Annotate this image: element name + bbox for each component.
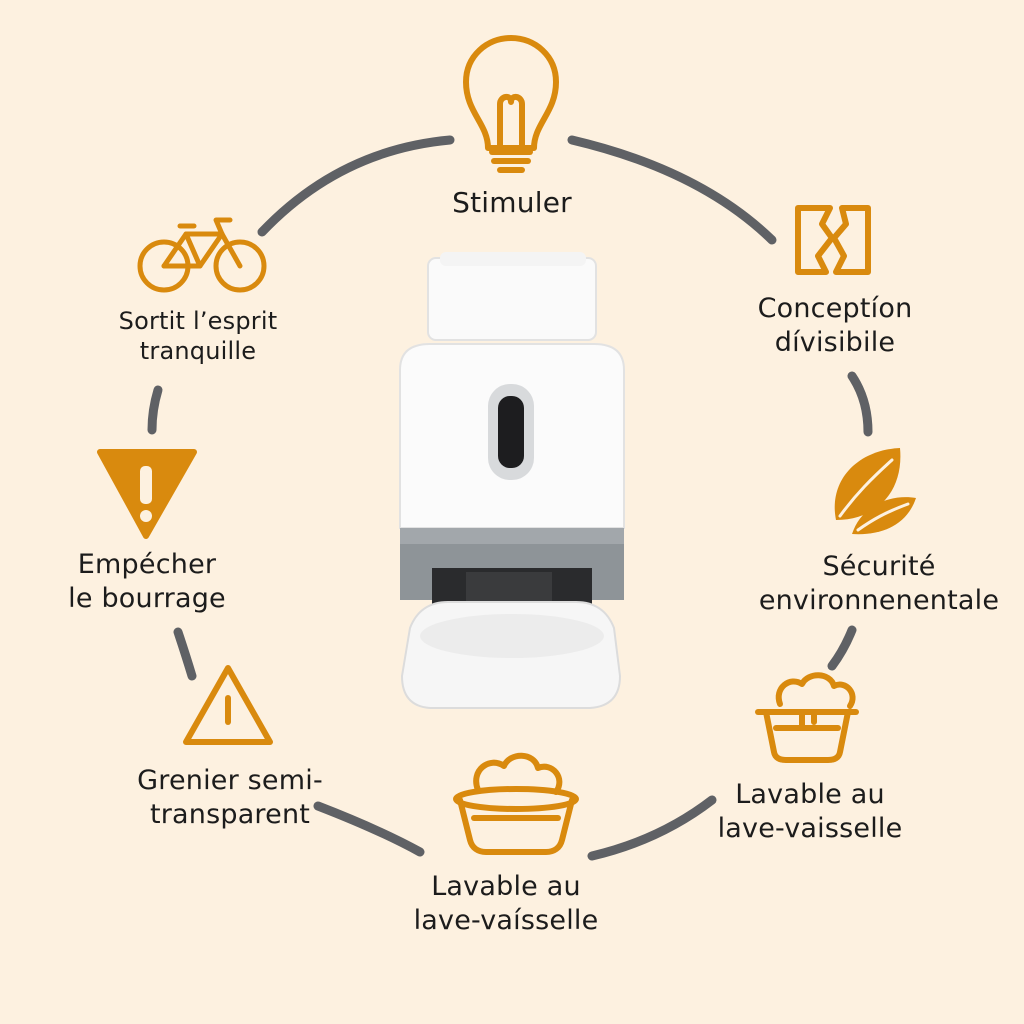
label-securite: Sécurité environnenentale xyxy=(758,551,1000,616)
ring-arc-left-upper xyxy=(147,385,163,435)
ring-arc-right-lower xyxy=(827,625,857,671)
warning-outline-icon xyxy=(183,665,273,745)
leaves-icon xyxy=(834,448,916,535)
ring-arc-top-right xyxy=(567,135,777,245)
label-empecher: Empécher le bourrage xyxy=(68,549,226,614)
basket-icon xyxy=(755,672,859,763)
ring-arc-right-upper xyxy=(847,371,873,437)
ring-arc-left-lower xyxy=(173,627,197,681)
ring-arc-top-left xyxy=(257,135,455,237)
ring-arc-bottom-right xyxy=(587,795,717,861)
split-panel-icon xyxy=(795,205,871,275)
pet-feeder-icon xyxy=(399,252,625,709)
lightbulb-icon xyxy=(463,35,559,173)
label-sortit: Sortit l’esprit tranquille xyxy=(118,307,278,365)
warning-filled-icon xyxy=(97,449,197,539)
label-lavable-right: Lavable au lave-vaisselle xyxy=(717,779,903,844)
label-grenier: Grenier semi- transparent xyxy=(137,765,323,830)
ring-arcs xyxy=(147,135,873,861)
bicycle-icon xyxy=(137,217,267,293)
ring-arc-bottom-left xyxy=(313,801,425,857)
label-conception: Conceptíon dívisibile xyxy=(757,293,913,358)
label-lavable-bottom: Lavable au lave-vaísselle xyxy=(413,871,599,936)
bowl-icon xyxy=(453,752,579,855)
label-stimuler: Stimuler xyxy=(452,186,572,219)
